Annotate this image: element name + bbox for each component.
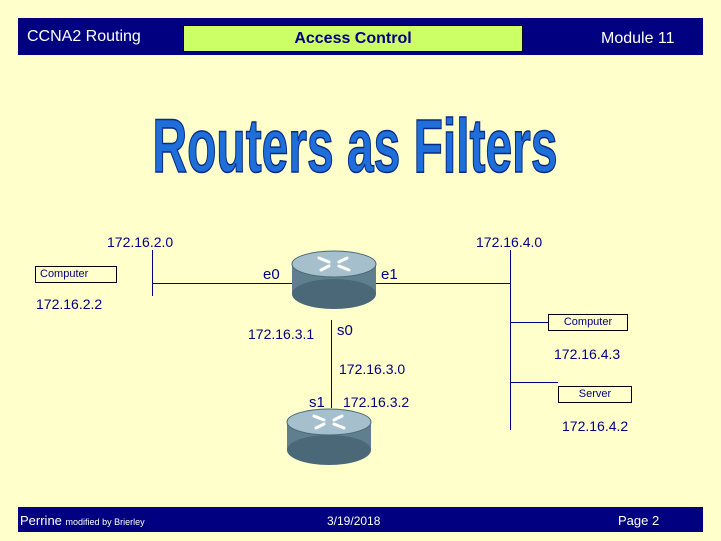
serial-link <box>331 320 332 408</box>
computer-2-link <box>510 322 548 323</box>
footer-author: Perrine modified by Brierley <box>20 513 145 528</box>
network-label-3: 172.16.3.0 <box>339 361 406 377</box>
interface-e0: e0 <box>263 266 280 283</box>
network-4-segment <box>510 250 511 430</box>
interface-s0-address: 172.16.3.1 <box>248 326 315 342</box>
banner-text: Routers as Filters <box>153 104 558 185</box>
e1-link <box>376 283 510 284</box>
slide-title: Access Control <box>183 25 523 52</box>
host-address-1: 172.16.2.2 <box>36 296 103 312</box>
interface-s1: s1 <box>309 394 325 411</box>
e0-link <box>152 283 292 284</box>
footer-bar <box>18 507 703 532</box>
router-bottom-icon <box>286 408 372 465</box>
host-computer-2: Computer <box>548 314 628 331</box>
course-label: CCNA2 Routing <box>27 28 141 45</box>
interface-s1-address: 172.16.3.2 <box>343 394 410 410</box>
interface-s0: s0 <box>337 322 353 339</box>
module-label: Module 11 <box>601 30 675 47</box>
footer-date: 3/19/2018 <box>327 514 381 528</box>
server-link <box>510 382 558 383</box>
author-name: Perrine <box>20 513 62 528</box>
host-address-server: 172.16.4.2 <box>562 418 629 434</box>
network-label-4: 172.16.4.0 <box>476 234 543 250</box>
network-label-2: 172.16.2.0 <box>107 234 174 250</box>
host-server: Server <box>558 386 632 403</box>
author-note: modified by Brierley <box>65 517 145 527</box>
host-address-2: 172.16.4.3 <box>554 346 621 362</box>
banner-title: Routers as Filters <box>152 103 559 185</box>
host-computer-1: Computer <box>35 266 117 283</box>
interface-e1: e1 <box>381 266 398 283</box>
router-top-icon <box>291 250 377 309</box>
footer-page: Page 2 <box>618 513 660 528</box>
network-2-segment <box>152 250 153 296</box>
